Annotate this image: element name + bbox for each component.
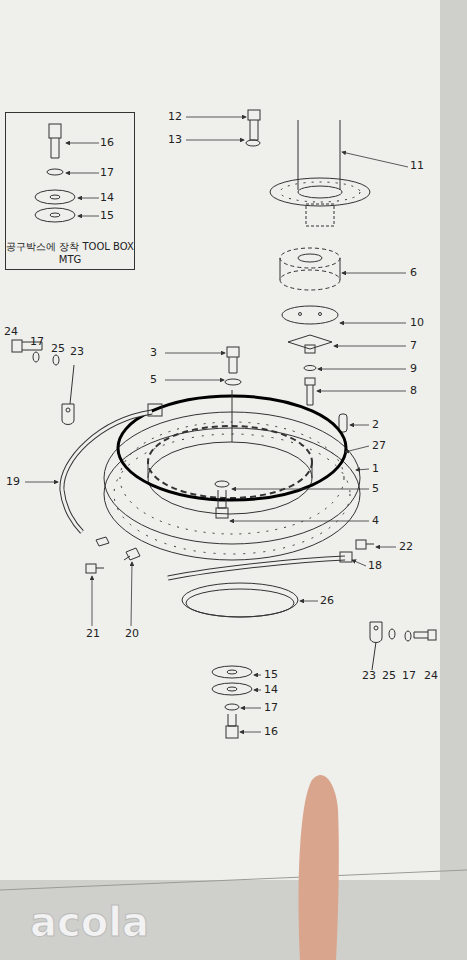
callout-number: 24 [424,670,438,682]
callout-number: 13 [168,134,182,146]
callout-number: 23 [70,346,84,358]
callout-number: 24 [4,326,18,338]
callout-number: 11 [410,160,424,172]
callout-number: 12 [168,111,182,123]
callout-number: 27 [372,440,386,452]
callout-number: 17 [264,702,278,714]
callout-number: 3 [150,347,157,359]
callout-number: 4 [372,515,379,527]
callout-number: 2 [372,419,379,431]
callout-number: 17 [100,167,114,179]
callout-number: 20 [125,628,139,640]
callout-number: 15 [264,669,278,681]
callout-number: 17 [30,336,44,348]
callout-number: 26 [320,595,334,607]
callout-number: 14 [264,684,278,696]
callout-number: 17 [402,670,416,682]
watermark: acola [30,900,149,944]
callout-number: 14 [100,192,114,204]
callout-number: 25 [382,670,396,682]
callout-number: 16 [264,726,278,738]
callout-number: 16 [100,137,114,149]
callout-number: 10 [410,317,424,329]
callout-number: 23 [362,670,376,682]
callout-number: 8 [410,385,417,397]
callout-number: 18 [368,560,382,572]
callout-number: 5 [372,483,379,495]
callout-number: 19 [6,476,20,488]
callout-number: 25 [51,343,65,355]
callout-number: 7 [410,340,417,352]
mounting-caption: 공구박스에 장착 TOOL BOX MTG [6,240,134,266]
callout-number: 21 [86,628,100,640]
callout-number: 1 [372,463,379,475]
callout-number: 22 [399,541,413,553]
tool-box-frame: 공구박스에 장착 TOOL BOX MTG [5,112,135,270]
callout-number: 6 [410,267,417,279]
callout-number: 9 [410,363,417,375]
callout-number: 5 [150,374,157,386]
callout-number: 15 [100,210,114,222]
